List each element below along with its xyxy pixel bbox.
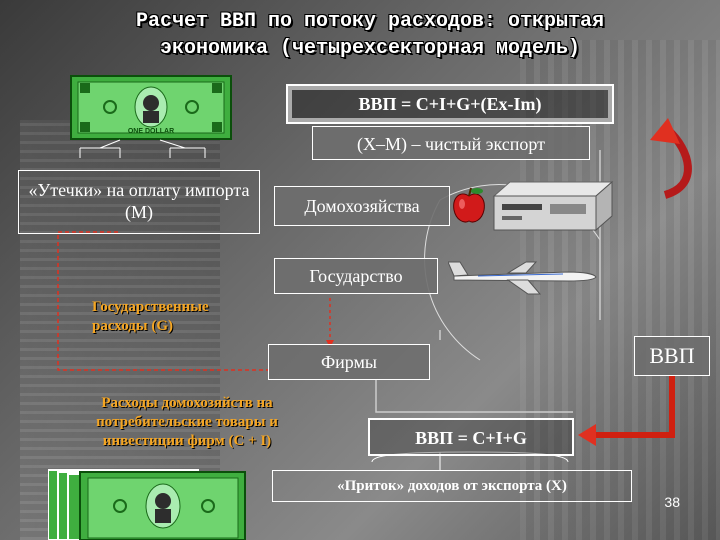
- net-export-box: (X–M) – чистый экспорт: [312, 126, 590, 160]
- firms-box: Фирмы: [268, 344, 430, 380]
- gov-spending-label: Государственные расходы (G): [92, 299, 209, 334]
- apple-icon: [453, 187, 485, 223]
- dollar-bill-icon: ONE DOLLAR: [70, 75, 232, 140]
- inflow-box: «Приток» доходов от экспорта (Х): [272, 470, 632, 502]
- leakage-box: «Утечки» на оплату импорта (М): [18, 170, 260, 234]
- households-label: Домохозяйства: [304, 196, 420, 216]
- bill-text: ONE DOLLAR: [128, 128, 174, 135]
- formula-top: ВВП = C+I+G+(Ex-Im): [358, 94, 542, 114]
- title-line-1: Расчет ВВП по потоку расходов: открытая: [135, 10, 605, 33]
- net-export-label: (X–M) – чистый экспорт: [356, 134, 546, 154]
- formula-bottom-box: ВВП = С+I+G: [368, 418, 574, 456]
- government-box: Государство: [274, 258, 438, 294]
- gdp-label: ВВП: [649, 343, 695, 368]
- gdp-box: ВВП: [634, 336, 710, 376]
- title-line-2: экономика (четырехсекторная модель): [159, 37, 581, 60]
- formula-bottom: ВВП = С+I+G: [415, 428, 527, 448]
- household-spending-label: Расходы домохозяйств на потребительские …: [96, 395, 278, 449]
- inflow-label: «Приток» доходов от экспорта (Х): [337, 478, 567, 494]
- airplane-icon: [448, 261, 597, 295]
- leakage-label: «Утечки» на оплату импорта (М): [28, 180, 250, 222]
- slide-title: Расчет ВВП по потоку расходов: открытая …: [40, 8, 700, 62]
- computer-icon: [492, 180, 614, 232]
- formula-top-box: ВВП = C+I+G+(Ex-Im): [286, 84, 614, 124]
- slide-number: 38: [664, 494, 680, 510]
- dollar-stack-icon: [48, 469, 246, 540]
- households-box: Домохозяйства: [274, 186, 450, 226]
- government-label: Государство: [309, 266, 403, 286]
- firms-label: Фирмы: [320, 352, 378, 372]
